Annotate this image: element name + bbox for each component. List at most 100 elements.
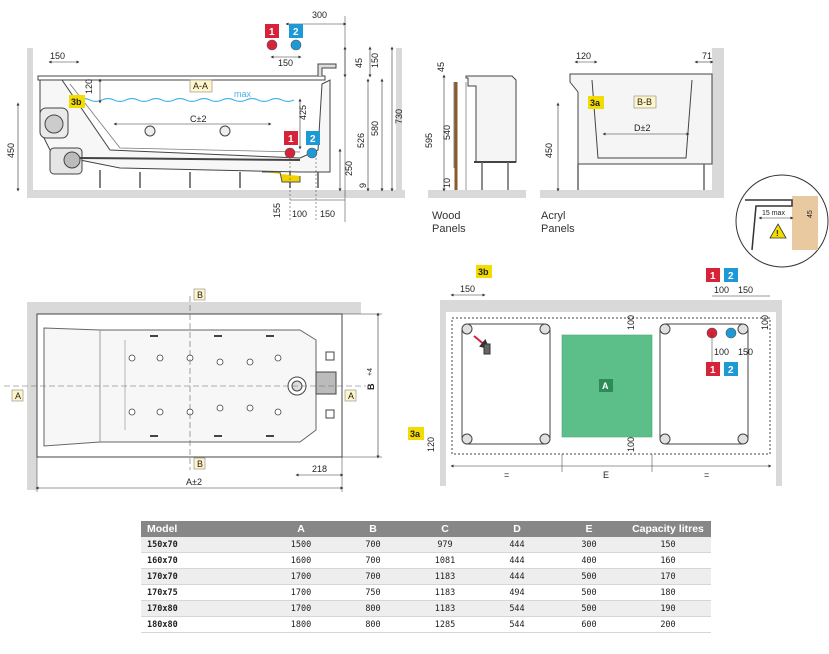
- cell-c: 1183: [409, 568, 481, 585]
- cell-capacity: 150: [625, 537, 711, 553]
- cell-b: 800: [337, 600, 409, 617]
- eq-right: =: [704, 470, 709, 480]
- table-row: 170x75 1700 750 1183 494 500 180: [141, 584, 711, 601]
- svg-text:!: !: [776, 229, 779, 238]
- detail-circle: 15 max 45 !: [735, 174, 829, 268]
- marker-3b-text: 3b: [71, 97, 82, 107]
- marker-2-blue: [289, 24, 303, 38]
- acryl-tub-profile: [569, 73, 713, 165]
- cell-e: 400: [553, 552, 625, 569]
- dim-150-frame: 150: [460, 284, 475, 294]
- tub-rim: [37, 75, 326, 81]
- acryl-panels-view: 120 71 450 D±2 B-B 3a Acryl Panels: [540, 48, 724, 235]
- marker-3a-plan: [408, 427, 424, 440]
- faucet: [317, 63, 337, 76]
- dim-425: 425: [298, 105, 308, 120]
- dim-155: 155: [272, 203, 282, 218]
- blower-wheel: [63, 151, 81, 169]
- marker-2-text: 2: [293, 27, 299, 38]
- jet: [144, 125, 156, 137]
- marker-3b: [69, 95, 85, 108]
- marker-2-plan-top-text: 2: [728, 271, 734, 282]
- header-d: D: [481, 521, 553, 537]
- detail-45: 45: [807, 210, 814, 218]
- marker-1-plan-bottom: [706, 362, 720, 376]
- marker-2-plan-bottom: [724, 362, 738, 376]
- dim-45-wood: 45: [436, 62, 446, 72]
- warning-triangle-icon: [769, 223, 787, 239]
- section-marker-a-right: [344, 389, 357, 402]
- cell-c: 1081: [409, 552, 481, 569]
- dim-100: 100: [292, 209, 307, 219]
- cell-b: 800: [337, 616, 409, 633]
- a-dim-label: A±2: [186, 477, 202, 487]
- table-row: 180x80 1800 800 1285 544 600 200: [141, 616, 711, 633]
- cell-d: 444: [481, 537, 553, 553]
- wood-tub-profile: [465, 75, 517, 163]
- dim-150-right: 150: [370, 53, 380, 68]
- b-dim-label: B: [366, 383, 376, 390]
- table-row: 170x80 1700 800 1183 544 500 190: [141, 600, 711, 617]
- marker-3b-plan: [476, 265, 492, 278]
- dim-100-frame-mid: 100: [714, 347, 729, 357]
- wood-panels-label: Panels: [432, 223, 466, 235]
- pump-wheel: [44, 114, 64, 134]
- detail-15max: 15 max: [762, 210, 785, 217]
- cell-capacity: 200: [625, 616, 711, 633]
- acryl-label: Acryl: [541, 210, 565, 222]
- cell-a: 1700: [265, 568, 337, 585]
- cell-c: 1183: [409, 584, 481, 601]
- dim-450-acryl: 450: [544, 143, 554, 158]
- section-aa-text: A-A: [193, 81, 208, 91]
- cell-e: 500: [553, 568, 625, 585]
- frame-left: [461, 323, 551, 445]
- marker-2-blue-lower: [306, 131, 320, 145]
- section-aa-tag: [189, 79, 213, 93]
- marker-2-plan-top: [724, 268, 738, 282]
- cell-capacity: 160: [625, 552, 711, 569]
- section-bb-text: B-B: [637, 97, 652, 107]
- dim-100-frame-right: 100: [760, 315, 770, 330]
- marker-2-lower-text: 2: [310, 134, 316, 145]
- cell-c: 1183: [409, 600, 481, 617]
- wall: [27, 48, 33, 196]
- section-marker-b-bottom: [193, 457, 206, 470]
- control-box: [315, 371, 337, 395]
- table-header-row: Model A B C D E Capacity litres: [141, 521, 711, 537]
- dim-45: 45: [354, 58, 364, 68]
- eq-left: =: [504, 470, 509, 480]
- header-c: C: [409, 521, 481, 537]
- cell-b: 700: [337, 552, 409, 569]
- dim-450: 450: [6, 143, 16, 158]
- marker-3b-plan-text: 3b: [478, 267, 489, 277]
- cold-connection-icon: [290, 39, 302, 51]
- jet: [219, 125, 231, 137]
- dim-120: 120: [84, 79, 94, 94]
- header-b: B: [337, 521, 409, 537]
- siphon: [262, 171, 301, 183]
- section-marker-b-bottom-text: B: [197, 459, 203, 469]
- section-aa-view: 150 120 450 300 150 45 150 425 526 580 7…: [6, 10, 405, 222]
- zone-a-tag: [599, 379, 613, 392]
- dim-300: 300: [312, 10, 327, 20]
- table-row: 160x70 1600 700 1081 444 400 160: [141, 552, 711, 569]
- dim-9: 9: [358, 183, 368, 188]
- cell-a: 1800: [265, 616, 337, 633]
- plan-jets: [128, 354, 282, 416]
- cell-d: 444: [481, 568, 553, 585]
- right-wall: [396, 48, 402, 196]
- cell-d: 544: [481, 616, 553, 633]
- dim-120-acryl: 120: [576, 51, 591, 61]
- tub-basin-plan: [43, 327, 317, 447]
- dim-120-frame: 120: [426, 437, 436, 452]
- cell-e: 500: [553, 584, 625, 601]
- cell-a: 1600: [265, 552, 337, 569]
- section-marker-a-right-text: A: [348, 391, 354, 401]
- dim-100-frame-bottom: 100: [626, 437, 636, 452]
- cell-model: 170x75: [141, 584, 265, 601]
- marker-1-red-lower: [284, 131, 298, 145]
- cell-c: 1285: [409, 616, 481, 633]
- cell-a: 1500: [265, 537, 337, 553]
- b-dim-tolerance: +4: [367, 368, 374, 376]
- dim-71: 71: [702, 51, 712, 61]
